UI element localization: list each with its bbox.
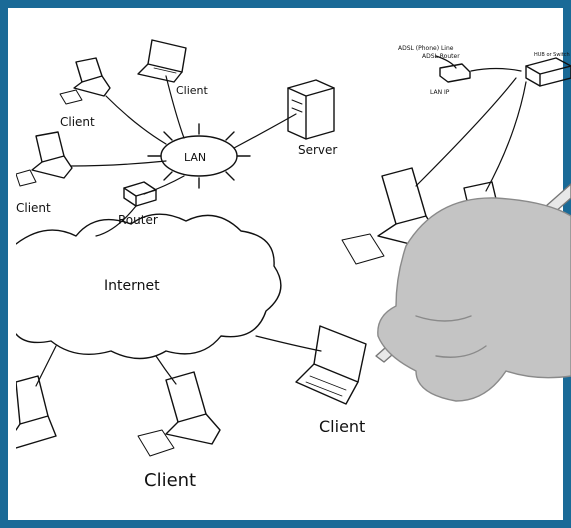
server-label: Server <box>298 143 337 157</box>
router-icon <box>123 181 157 207</box>
lan-hub <box>147 123 251 189</box>
desktop-icon <box>16 375 57 449</box>
laptop-icon <box>137 39 187 83</box>
desktop-icon <box>16 131 73 187</box>
router-icon <box>439 63 471 83</box>
lan-ip-label: LAN IP <box>430 89 450 96</box>
connection-lines <box>35 55 527 387</box>
client-label: Client <box>176 84 209 97</box>
server-icon <box>287 79 335 140</box>
client-label: Client <box>144 470 196 491</box>
desktop-icon <box>137 371 221 457</box>
router-label: Router <box>118 213 158 227</box>
hand-with-pen <box>375 183 571 402</box>
internet-label: Internet <box>104 278 160 294</box>
client-label: Client <box>16 201 51 215</box>
cloud-icon <box>16 213 282 360</box>
laptop-icon <box>295 325 367 405</box>
desktop-icon <box>59 57 111 105</box>
lan-label: LAN <box>184 151 206 164</box>
network-sketch: LAN Server Router Internet Client Client… <box>16 39 571 491</box>
client-label: Client <box>319 417 365 436</box>
client-label: Client <box>60 115 95 129</box>
hub-icon <box>525 57 571 87</box>
adsl-line-label: ADSL (Phone) Line <box>398 45 454 52</box>
hub-label: HUB or Switch <box>534 52 570 58</box>
adsl-router-label: ADSL Router <box>422 53 460 60</box>
